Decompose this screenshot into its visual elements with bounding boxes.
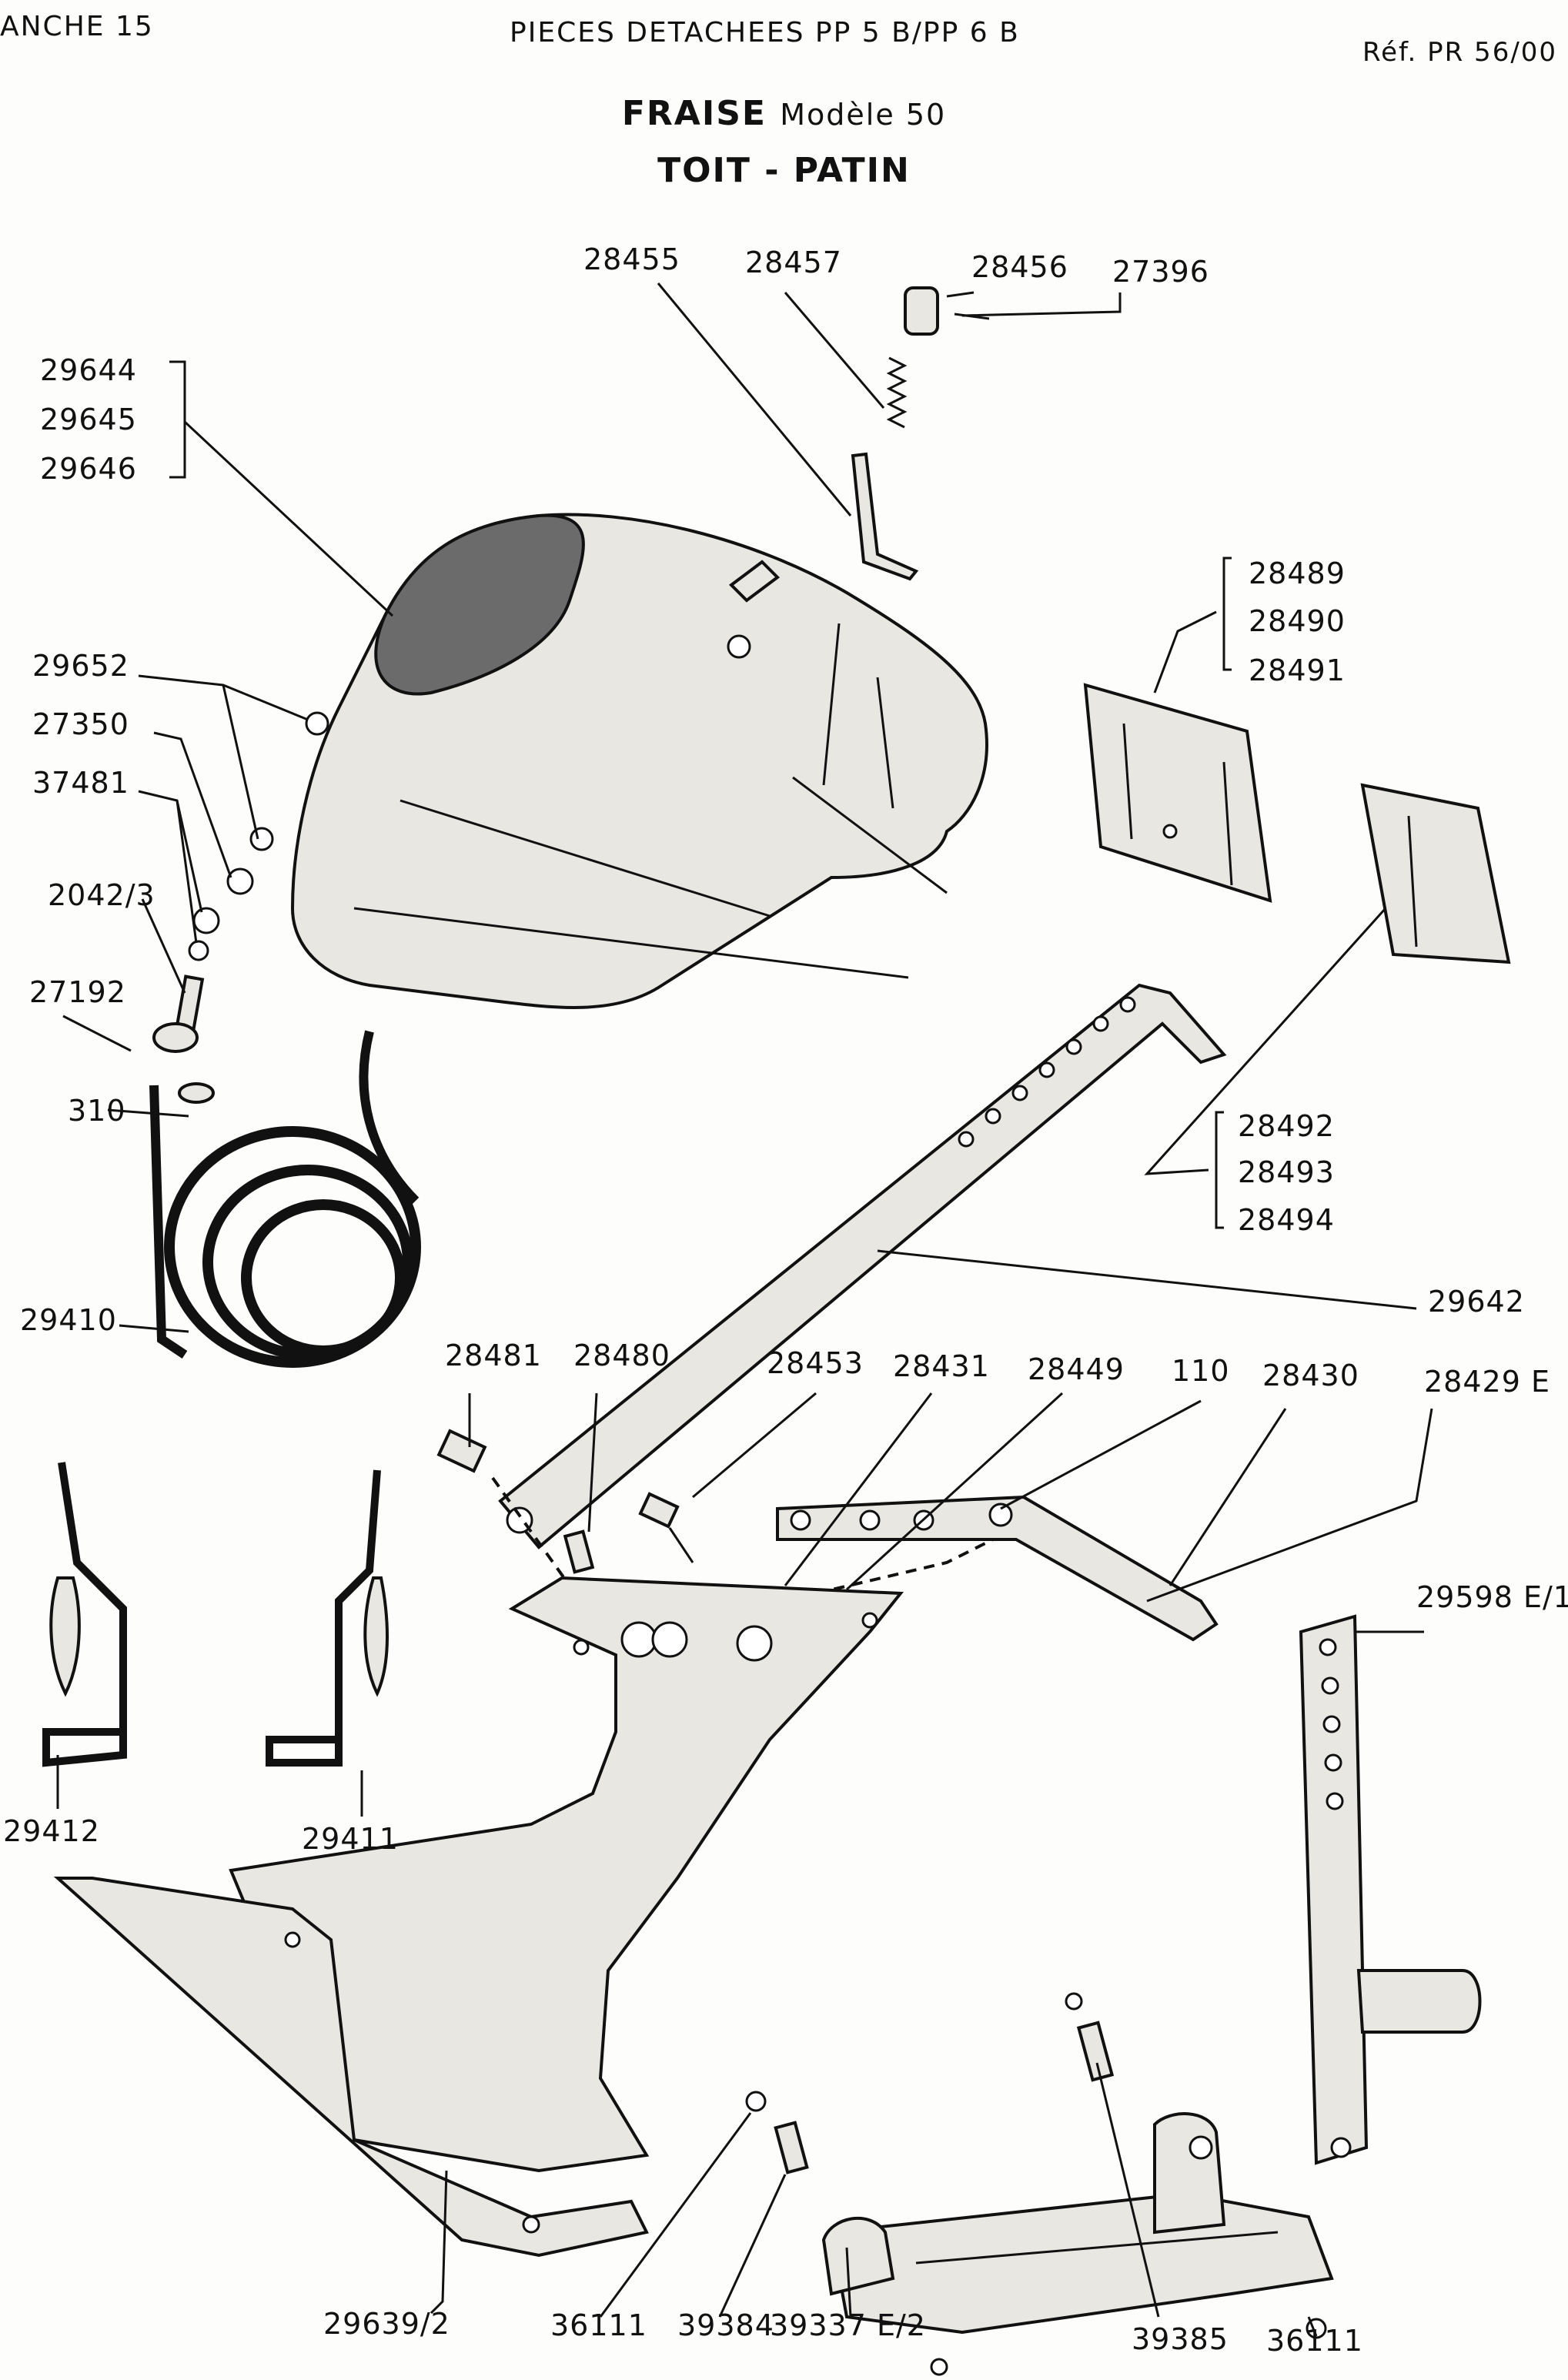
pins — [745, 1992, 1327, 2376]
label-28449: 28449 — [1028, 1352, 1125, 1386]
label-110: 110 — [1172, 1354, 1230, 1388]
leader-lines — [56, 282, 1433, 2337]
label-28480: 28480 — [573, 1339, 670, 1372]
page-subtitle: TOIT - PATIN — [657, 151, 911, 190]
label-37481: 37481 — [32, 766, 129, 800]
label-28431: 28431 — [893, 1349, 990, 1383]
frame-bolts — [436, 1429, 694, 1587]
label-28492: 28492 — [1238, 1109, 1335, 1143]
label-27396: 27396 — [1112, 255, 1209, 289]
label-28456: 28456 — [971, 250, 1068, 284]
brace-marks — [169, 360, 1232, 1229]
hood-cover — [249, 513, 988, 1009]
label-310: 310 — [68, 1094, 126, 1128]
frame-plate — [53, 1576, 904, 2258]
plate-number: ANCHE 15 — [0, 11, 154, 42]
side-plate-28489 — [1083, 683, 1272, 903]
label-28429E: 28429 E — [1424, 1365, 1550, 1399]
end-plate-28492 — [1360, 783, 1511, 964]
hook-29412 — [42, 1462, 127, 1767]
label-39385: 39385 — [1132, 2322, 1229, 2356]
label-29652: 29652 — [32, 649, 129, 683]
label-28481: 28481 — [445, 1339, 542, 1372]
label-28457: 28457 — [745, 246, 842, 279]
label-28455: 28455 — [583, 242, 680, 276]
spring-assembly — [851, 286, 990, 581]
label-29598E1: 29598 E/1 — [1416, 1580, 1568, 1614]
series-title: PIECES DETACHEES PP 5 B/PP 6 B — [510, 17, 1020, 48]
label-28491: 28491 — [1249, 653, 1346, 687]
label-29644: 29644 — [40, 353, 137, 387]
label-27350: 27350 — [32, 707, 129, 741]
title-model: Modèle 50 — [780, 98, 947, 132]
arm-29642 — [498, 983, 1227, 1549]
coil-spring-29410 — [149, 1030, 421, 1368]
label-39337E2: 39337 E/2 — [770, 2308, 926, 2342]
label-29411: 29411 — [302, 1822, 399, 1856]
label-29642: 29642 — [1428, 1285, 1525, 1319]
label-39384: 39384 — [677, 2308, 774, 2342]
page-title: FRAISE Modèle 50 — [0, 94, 1568, 133]
reference-number: Réf. PR 56/00 — [1362, 37, 1558, 68]
label-28494: 28494 — [1238, 1203, 1335, 1237]
label-29645: 29645 — [40, 403, 137, 436]
label-28453: 28453 — [767, 1346, 864, 1380]
label-36111-left: 36111 — [550, 2308, 647, 2342]
label-28493: 28493 — [1238, 1155, 1335, 1189]
label-29646: 29646 — [40, 452, 137, 486]
label-28489: 28489 — [1249, 557, 1346, 590]
label-29639-2: 29639/2 — [323, 2307, 450, 2341]
label-28430: 28430 — [1262, 1359, 1359, 1392]
strap-29598E1 — [1299, 1614, 1482, 2165]
label-2042-3: 2042/3 — [48, 878, 155, 912]
label-27192: 27192 — [29, 975, 126, 1009]
hook-29411 — [266, 1469, 389, 1767]
label-36111-right: 36111 — [1266, 2324, 1363, 2358]
skid-39337E2 — [821, 2112, 1334, 2335]
label-28490: 28490 — [1249, 604, 1346, 638]
label-29410: 29410 — [20, 1303, 117, 1337]
title-main: FRAISE — [621, 94, 767, 133]
label-29412: 29412 — [3, 1814, 100, 1848]
